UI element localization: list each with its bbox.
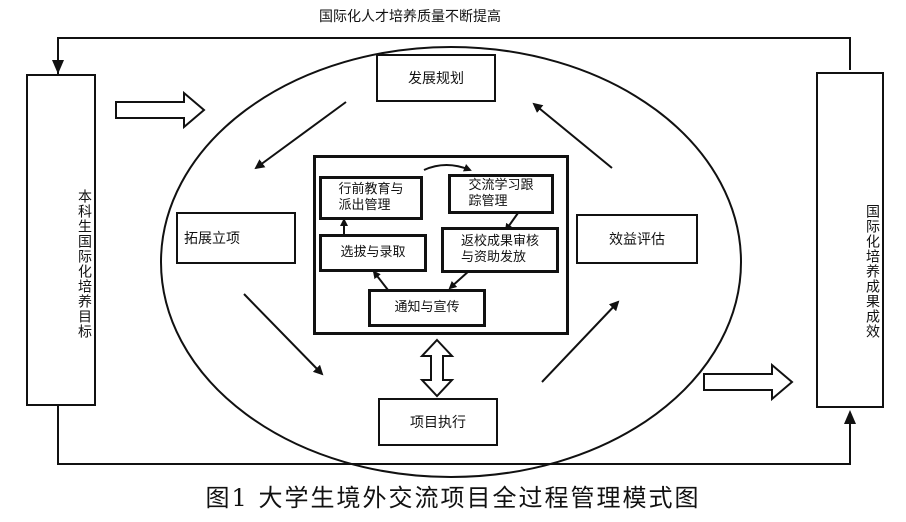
arrow-notice-to-selection: [372, 270, 389, 291]
undergrad-goal-box: 本科生国际化培养目标: [26, 74, 96, 406]
figure-caption: 图1 大学生境外交流项目全过程管理模式图: [205, 484, 701, 512]
arrow-setup-to-execution: [243, 293, 324, 376]
node-execution-label: 项目执行: [410, 415, 466, 431]
node-selection-label: 选拔与录取: [340, 245, 406, 260]
arrow-execution-to-evaluation: [541, 300, 620, 383]
arrow-evaluation-to-planning: [532, 102, 613, 169]
training-outcome-box: 国际化培养成果成效: [816, 72, 884, 408]
loop-arrowhead-right: [844, 410, 856, 424]
hollow-arrow-input: [115, 90, 206, 130]
double-arrow-inner-execution: [419, 338, 455, 398]
cycle-ellipse: [160, 46, 742, 478]
node-pre-trip-label: 行前教育与 派出管理: [338, 182, 404, 213]
node-notice-label: 通知与宣传: [394, 300, 460, 315]
node-return-review: 返校成果审核 与资助发放: [441, 227, 559, 273]
quality-improvement-label: 国际化人才培养质量不断提高: [319, 9, 501, 25]
node-project-setup: 拓展立项: [176, 212, 296, 264]
node-planning-label: 发展规划: [408, 71, 464, 87]
node-planning: 发展规划: [376, 54, 496, 102]
node-evaluation-label: 效益评估: [609, 232, 665, 248]
arrow-pretrip-to-tracking: [423, 164, 472, 172]
undergrad-goal-text: 本科生国际化培养目标: [76, 189, 92, 339]
node-return-review-label: 返校成果审核 与资助发放: [460, 234, 539, 265]
node-pre-trip: 行前教育与 派出管理: [319, 176, 423, 220]
node-tracking: 交流学习跟 踪管理: [448, 174, 554, 214]
node-evaluation: 效益评估: [576, 214, 698, 264]
hollow-arrow-output: [703, 362, 794, 402]
arrow-planning-to-setup: [254, 101, 347, 170]
inner-process-frame: [313, 155, 569, 335]
node-tracking-label: 交流学习跟 踪管理: [468, 178, 534, 209]
node-notice: 通知与宣传: [368, 289, 486, 327]
node-execution: 项目执行: [378, 398, 498, 446]
node-selection: 选拔与录取: [319, 234, 427, 272]
training-outcome-text: 国际化培养成果成效: [864, 203, 880, 339]
node-project-setup-label: 拓展立项: [184, 231, 240, 247]
arrow-return-to-notice: [448, 269, 471, 290]
loop-arrowhead-left: [52, 60, 64, 74]
